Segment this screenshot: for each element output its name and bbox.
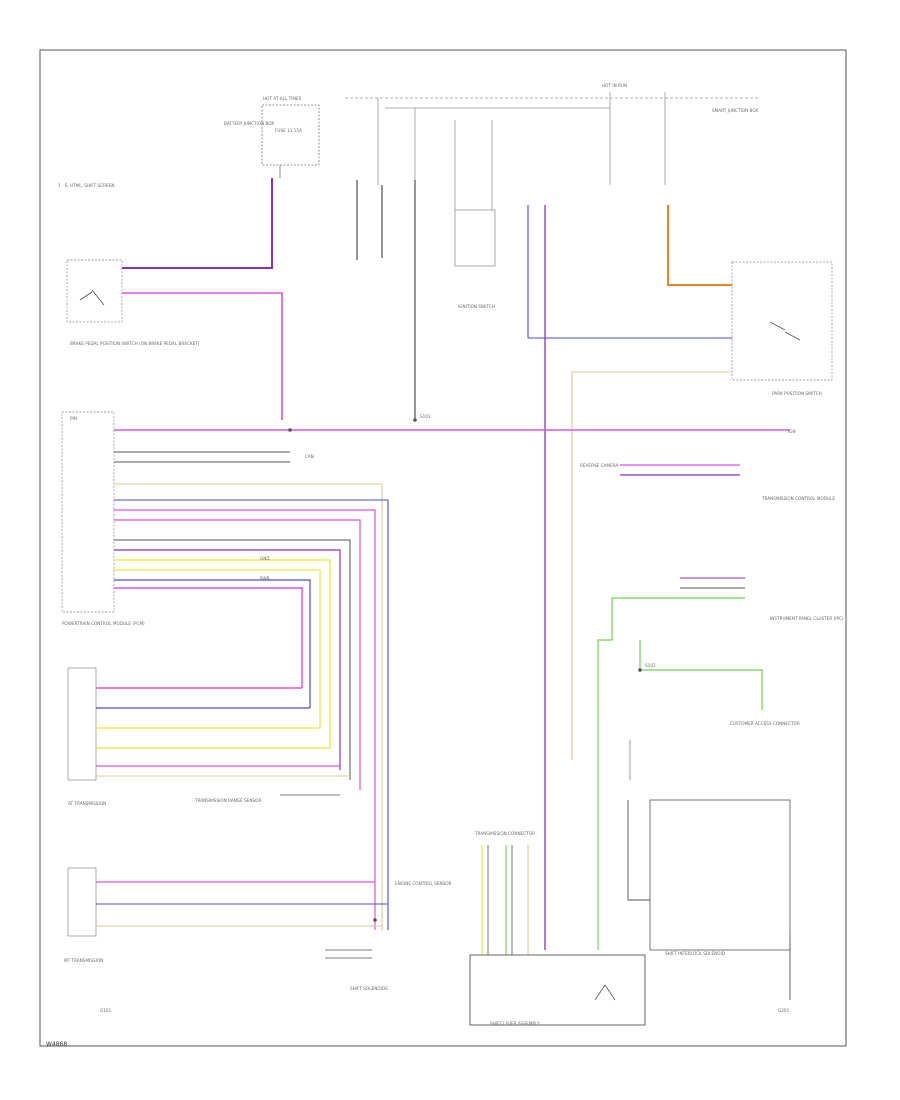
splice-dot-b [288,428,292,432]
ground-g2-label: G201 [778,1008,790,1013]
shift-interlock-outline [649,799,791,951]
footer-code: W4868 [46,1041,67,1048]
shift-lever-contact [594,984,616,1001]
splice-a-label: S101 [420,414,431,419]
instrument-cluster-label: INSTRUMENT PANEL CLUSTER (IPC) [770,616,844,621]
row-label-b: CAN [305,454,314,459]
park-orange-wire [667,205,732,286]
pcm-tan-row [114,483,383,930]
park-tan-wire [571,371,732,760]
trans-connector-label: TRANSMISSION CONNECTOR [474,831,535,836]
park-position-switch-box [731,261,833,381]
trans-range-label: TRANSMISSION RANGE SENSOR [194,798,261,803]
shift-lever-assembly [469,954,646,1026]
section-label: 1 · S, HTML, SHIFT SCREEN [58,183,114,188]
battery-junction-box [261,104,320,166]
brake-output-pink [122,292,283,420]
pin-labels: PIN [70,416,77,421]
shift-lever-label: SHIFT LEVER ASSEMBLY [490,1021,540,1026]
splice-dot-c [638,668,642,672]
shift-interlock-label: SHIFT INTERLOCK SOLENOID [665,951,725,956]
fan-pink [114,587,303,688]
at-transmission-connector [67,667,97,781]
fan-yellow-2 [114,569,321,728]
row-label-d: PWR [260,576,270,581]
mt-transmission-label: MT TRANSMISSION [64,958,103,963]
fan-violet [114,549,341,770]
park-position-label: PARK POSITION SWITCH [772,391,822,396]
mt-transmission-connector [67,867,97,937]
splice-dot-d [373,918,377,922]
hot-at-all-times-label: HOT AT ALL TIMES [263,96,302,101]
reverse-camera-label: REVERSE CAMERA [580,463,618,468]
row-label-a: IGN [788,429,796,434]
pcm-main-label: POWERTRAIN CONTROL MODULE (PCM) [62,621,145,626]
brake-switch-contact [79,289,105,306]
splice-dot-a [413,418,417,422]
fan-blue [114,579,311,708]
cca-sensor-label: ENGINE CONTROL SENSOR [395,881,452,886]
brake-feed-violet [122,178,273,269]
battery-junction-label: BATTERY JUNCTION BOX [224,121,274,126]
pcm-connector-block [61,411,115,613]
pcm-blue-row [114,499,389,930]
pcm-pink-row-1 [114,509,376,930]
at-transmission-label: AT TRANSMISSION [68,801,106,806]
shift-solenoids-label: SHIFT SOLENOIDS [350,986,388,991]
splice-b-label: S102 [645,663,656,668]
pcm-pink-row-2 [114,519,361,790]
row-label-c: GND [260,556,270,561]
customer-access-label: CUSTOMER ACCESS CONNECTOR [730,721,800,726]
park-switch-contact [769,321,801,341]
customer-green-wire [639,640,763,710]
interlock-feed [627,800,650,901]
park-blue-wire [527,205,732,339]
brake-switch-label: BRAKE PEDAL POSITION SWITCH (ON BRAKE PE… [70,341,200,346]
ignition-switch-label: IGNITION SWITCH [458,304,495,309]
brake-switch-box [66,259,123,323]
ignition-switch-block [454,209,496,267]
fan-dark-1 [114,539,351,780]
diagram-frame [39,49,847,1047]
fan-yellow-1 [114,559,331,748]
hot-in-run-label: HOT IN RUN [602,83,627,88]
ground-g1-label: G101 [100,1008,112,1013]
tcm-label: TRANSMISSION CONTROL MODULE [761,496,835,501]
fuse-top-label: FUSE 13 15A [275,128,302,133]
smart-junction-label: SMART JUNCTION BOX [712,108,758,113]
ipc-green-wire [597,597,745,720]
